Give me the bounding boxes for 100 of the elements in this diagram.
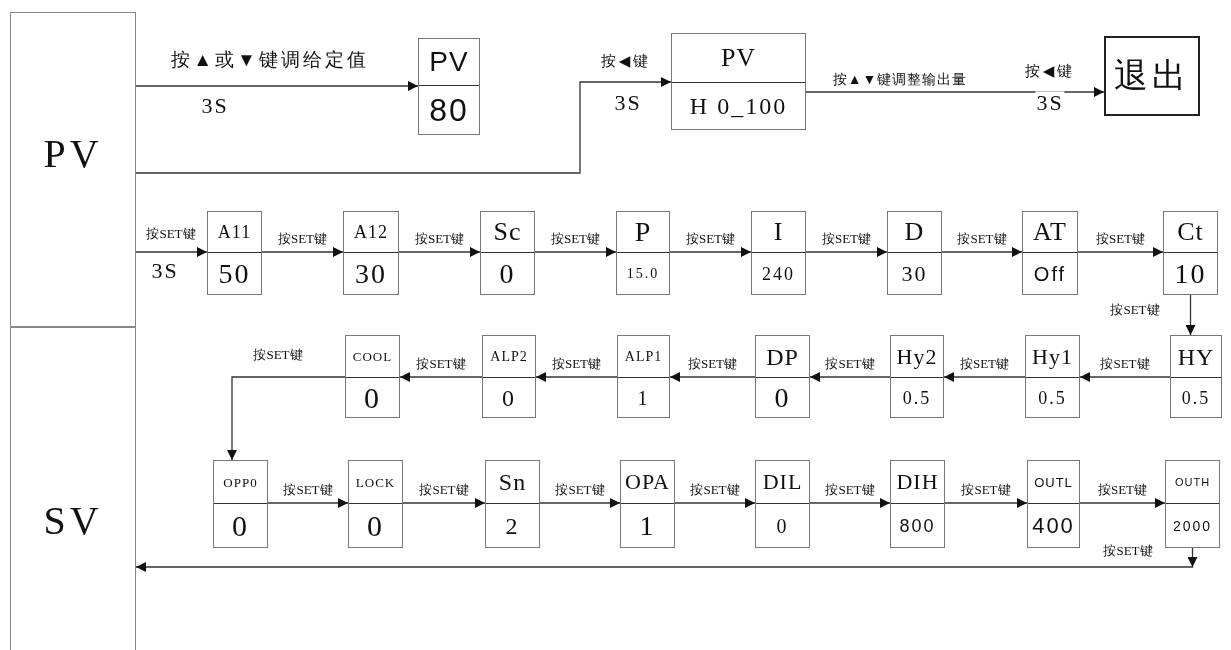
arrow bbox=[402, 498, 486, 508]
parameter-name: DP bbox=[766, 344, 799, 369]
arrow bbox=[398, 247, 481, 257]
parameter-name: AT bbox=[1033, 219, 1067, 245]
parameter-box bbox=[751, 211, 806, 295]
parameter-value: 0.5 bbox=[1038, 388, 1067, 407]
parameter-name: DIH bbox=[896, 471, 939, 493]
parameter-value: 0 bbox=[367, 510, 384, 541]
parameter-value: 2000 bbox=[1172, 518, 1213, 533]
parameter-name: Hy2 bbox=[896, 345, 938, 368]
arrow bbox=[674, 498, 756, 508]
edge-label: 按SET键 bbox=[1102, 544, 1154, 558]
arrow bbox=[267, 498, 349, 508]
note-text: 按▲▼键调整输出量 bbox=[831, 72, 969, 88]
parameter-box bbox=[345, 335, 400, 418]
parameter-name: P bbox=[634, 218, 652, 246]
parameter-name: D bbox=[904, 219, 925, 245]
parameter-name: COOL bbox=[352, 350, 393, 363]
arrow bbox=[261, 247, 344, 257]
parameter-value: 0 bbox=[232, 510, 249, 541]
parameter-name: OPA bbox=[625, 471, 670, 493]
parameter-name: Sn bbox=[498, 470, 527, 494]
display-panel bbox=[10, 327, 136, 650]
parameter-box bbox=[1163, 211, 1218, 295]
arrow bbox=[535, 372, 618, 382]
arrow bbox=[1185, 294, 1196, 336]
parameter-value: 400 bbox=[1032, 514, 1075, 537]
parameter-value: 800 bbox=[899, 516, 936, 535]
parameter-box bbox=[213, 460, 268, 548]
parameter-value: 80 bbox=[429, 94, 469, 126]
parameter-name: OUTH bbox=[1174, 476, 1211, 488]
parameter-box bbox=[616, 211, 670, 295]
edge-label: 按SET键 bbox=[689, 483, 741, 497]
parameter-box bbox=[890, 335, 944, 418]
parameter-box bbox=[755, 335, 810, 418]
parameter-name: OUTL bbox=[1034, 475, 1073, 489]
arrow bbox=[805, 247, 888, 257]
edge-label: 按SET键 bbox=[820, 232, 873, 246]
parameter-value: 0 bbox=[776, 515, 789, 536]
parameter-name: OPP0 bbox=[223, 475, 258, 489]
parameter-name: Sc bbox=[493, 219, 522, 245]
arrow bbox=[539, 498, 621, 508]
parameter-box bbox=[620, 460, 675, 548]
parameter-name: ALP2 bbox=[490, 349, 528, 364]
arrow bbox=[1077, 247, 1164, 257]
edge-label: 按SET键 bbox=[418, 483, 470, 497]
exit-box bbox=[1104, 36, 1200, 116]
arrow bbox=[227, 376, 346, 461]
parameter-name: LOCK bbox=[355, 475, 396, 489]
parameter-box bbox=[1170, 335, 1222, 418]
panel-label: SV bbox=[43, 501, 103, 541]
parameter-value: 15.0 bbox=[626, 266, 660, 281]
parameter-name: Ct bbox=[1177, 219, 1204, 245]
parameter-box bbox=[890, 460, 945, 548]
parameter-box bbox=[755, 460, 810, 548]
edge-label: 按SET键 bbox=[1094, 232, 1147, 246]
parameter-box bbox=[1165, 460, 1220, 548]
parameter-value: 30 bbox=[355, 259, 387, 288]
parameter-name: ALP1 bbox=[624, 349, 663, 364]
parameter-name: Hy1 bbox=[1032, 345, 1073, 368]
edge-label: 按SET键 bbox=[554, 483, 606, 497]
arrow bbox=[809, 498, 891, 508]
edge-label: 按SET键 bbox=[956, 232, 1008, 246]
parameter-box bbox=[482, 335, 536, 418]
parameter-name: DIL bbox=[762, 471, 803, 493]
parameter-value: 0.5 bbox=[1181, 388, 1211, 407]
edge-label: 按SET键 bbox=[252, 348, 304, 362]
parameter-value: 1 bbox=[637, 387, 650, 408]
parameter-value: 0 bbox=[502, 385, 516, 410]
edge-label: 按SET键 bbox=[145, 227, 197, 241]
parameter-value: 0 bbox=[364, 382, 381, 413]
arrow bbox=[135, 77, 672, 174]
exit-label: 退出 bbox=[1114, 59, 1190, 93]
arrow bbox=[135, 81, 419, 91]
arrow bbox=[534, 247, 617, 257]
edge-label: 按SET键 bbox=[415, 357, 467, 371]
parameter-value: 50 bbox=[218, 259, 251, 288]
parameter-name: A11 bbox=[217, 223, 252, 241]
parameter-value: Off bbox=[1033, 263, 1067, 284]
edge-label: 按SET键 bbox=[550, 357, 603, 371]
parameter-value: 1 bbox=[639, 511, 656, 540]
parameter-name: I bbox=[773, 219, 784, 245]
parameter-value: 2 bbox=[505, 513, 520, 538]
arrow bbox=[399, 372, 483, 382]
arrow bbox=[944, 498, 1028, 508]
parameter-value: H 0_100 bbox=[689, 94, 788, 118]
parameter-value: 10 bbox=[1174, 259, 1207, 288]
parameter-box bbox=[343, 211, 399, 295]
edge-label: 按SET键 bbox=[1109, 303, 1161, 317]
parameter-box bbox=[485, 460, 540, 548]
parameter-box bbox=[418, 38, 480, 135]
display-panel bbox=[10, 12, 136, 327]
parameter-value: 0 bbox=[774, 383, 791, 412]
parameter-name: HY bbox=[1177, 344, 1215, 369]
arrow bbox=[669, 372, 756, 382]
parameter-box bbox=[1025, 335, 1080, 418]
parameter-box bbox=[207, 211, 262, 295]
edge-label: 按SET键 bbox=[413, 232, 466, 246]
parameter-box bbox=[617, 335, 670, 418]
parameter-value: 0.5 bbox=[902, 388, 932, 407]
